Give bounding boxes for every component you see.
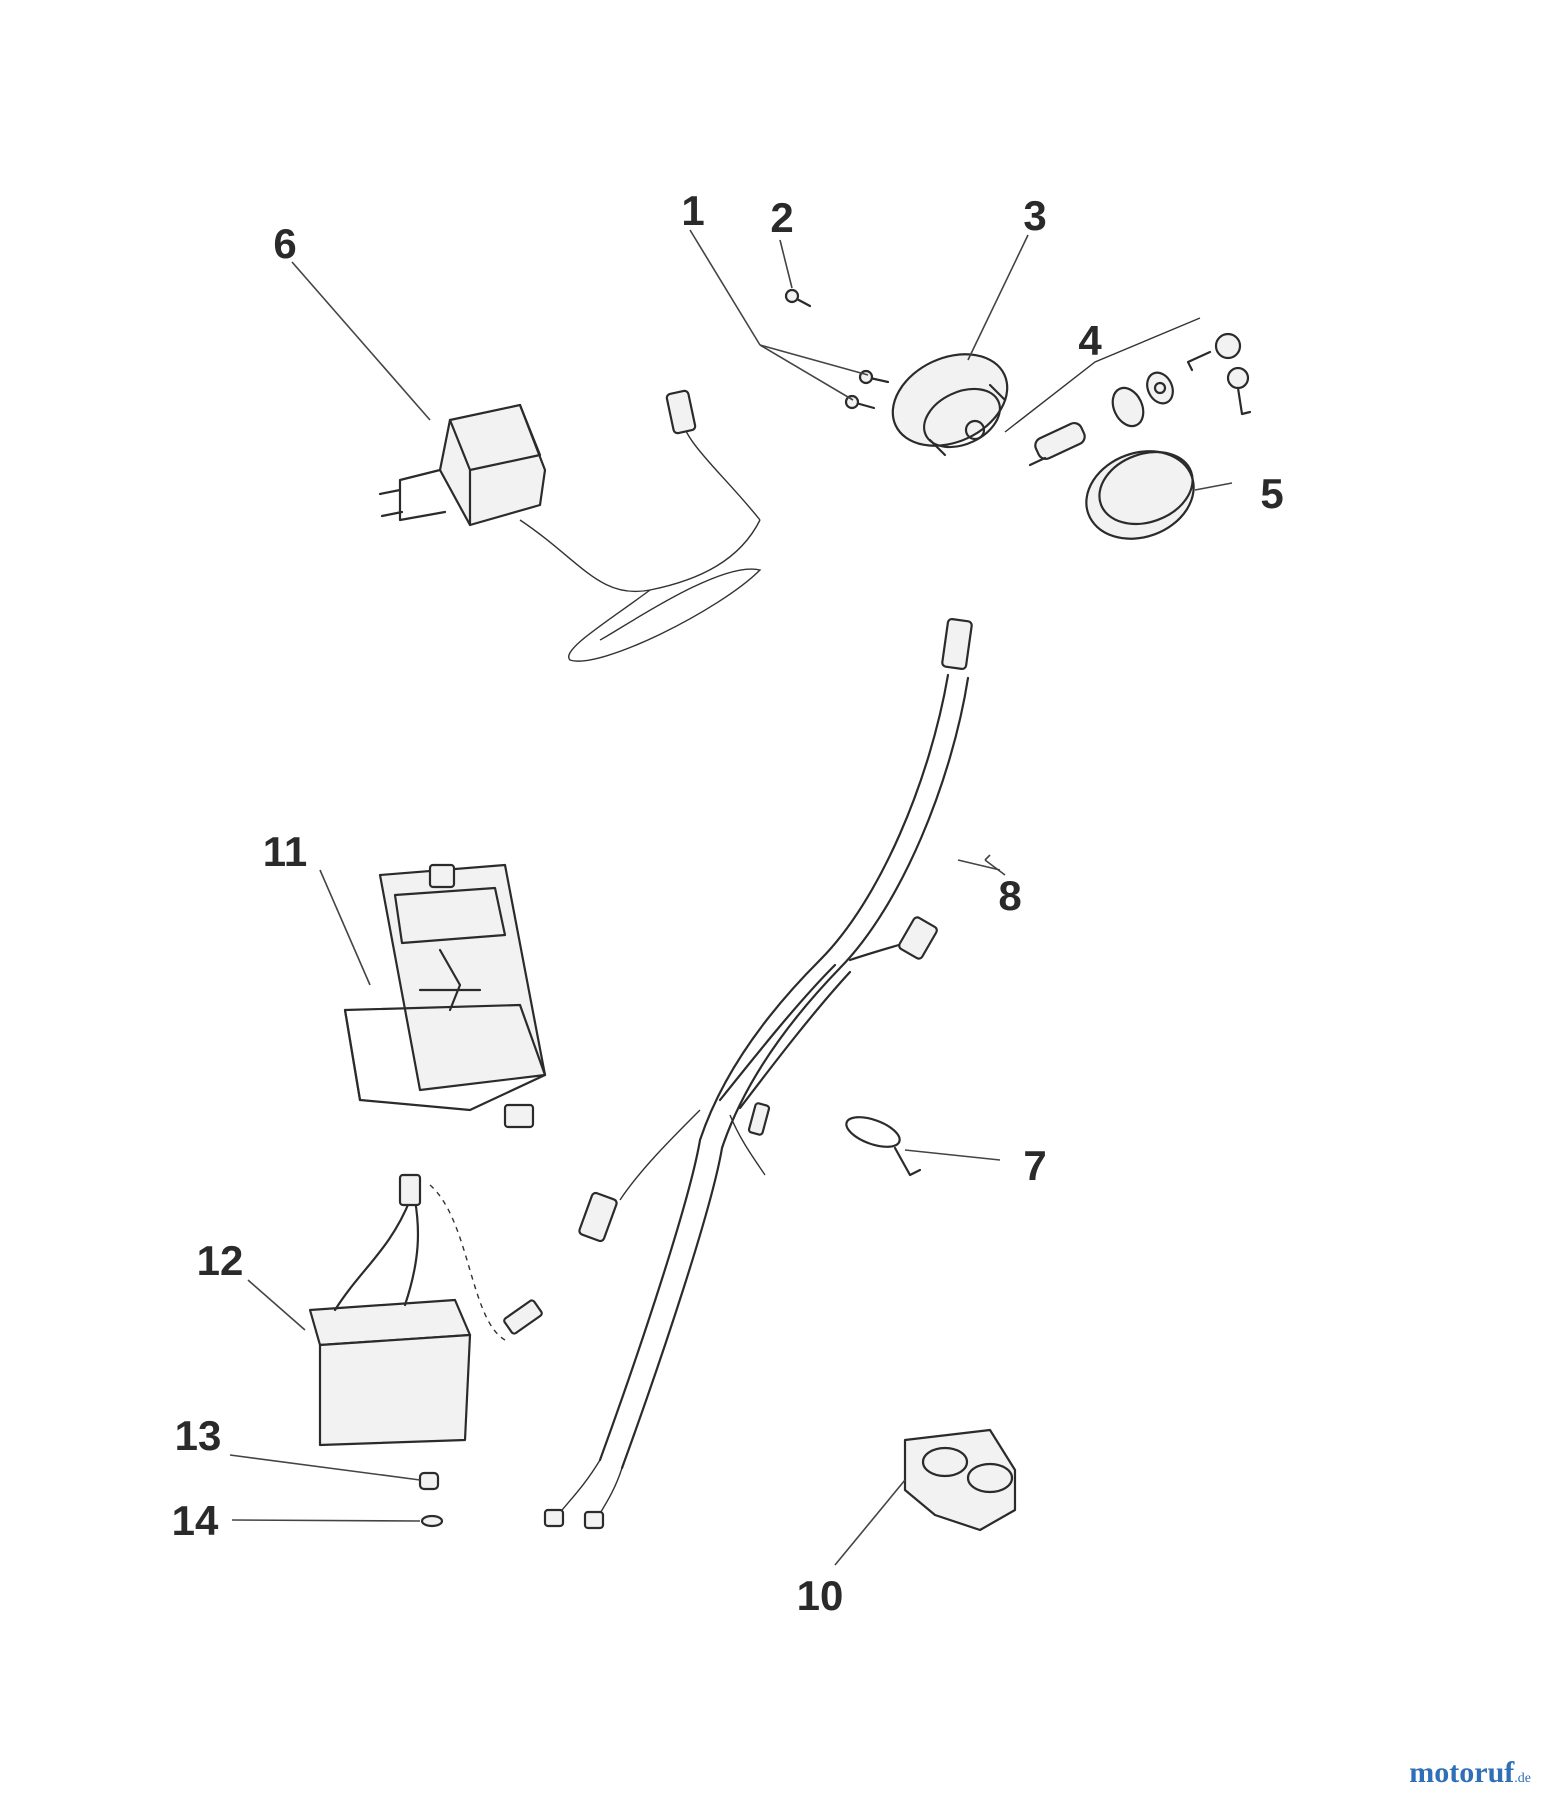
harness-part <box>543 617 973 1530</box>
watermark-tld-text: .de <box>1514 1771 1531 1786</box>
battery-box-part <box>343 863 547 1129</box>
callout-14: 14 <box>172 1497 219 1544</box>
watermark-main-text: motoruf <box>1409 1756 1515 1789</box>
key-switch-part <box>1004 317 1252 467</box>
callout-7: 7 <box>1023 1142 1046 1189</box>
callout-12: 12 <box>197 1237 244 1284</box>
cable-tie-part <box>845 1116 922 1177</box>
callout-4: 4 <box>1078 317 1102 364</box>
switch-housing-part <box>891 353 1009 457</box>
screw-parts <box>784 288 890 410</box>
clamp-part <box>903 1428 1017 1532</box>
small-fastener-parts <box>418 1471 444 1528</box>
charger-part <box>378 389 762 662</box>
callout-3: 3 <box>1023 192 1046 239</box>
callout-labels: 1 2 3 4 5 6 7 8 10 11 12 13 14 <box>172 187 1284 1619</box>
watermark-logo: motoruf.de <box>1409 1756 1531 1790</box>
battery-part <box>308 1173 543 1447</box>
callout-6: 6 <box>273 220 296 267</box>
callout-2: 2 <box>770 194 793 241</box>
callout-11: 11 <box>263 828 307 875</box>
callout-10: 10 <box>797 1572 844 1619</box>
callout-1: 1 <box>681 187 704 234</box>
cap-part <box>1085 450 1195 540</box>
callout-5: 5 <box>1260 470 1283 517</box>
callout-8: 8 <box>998 872 1021 919</box>
callout-13: 13 <box>175 1412 222 1459</box>
leader-lines <box>229 229 1233 1566</box>
